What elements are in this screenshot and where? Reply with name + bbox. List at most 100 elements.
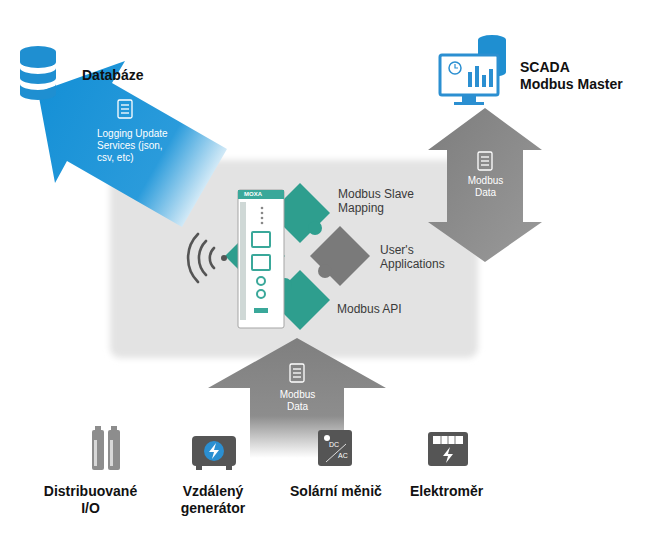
solar-inverter-icon-part (324, 435, 330, 441)
scada-icon-part (440, 55, 498, 95)
node-text: Modbus Data (278, 389, 317, 413)
document-icon-part (121, 108, 129, 109)
scada-icon-part (449, 62, 461, 74)
gateway-device-part (240, 202, 246, 320)
scada-icon-part (475, 66, 479, 87)
database-icon-part (20, 46, 56, 68)
document-icon (478, 152, 492, 170)
icon-text: DC (329, 441, 339, 449)
wifi-symbol (188, 234, 227, 282)
gateway-device (238, 190, 284, 328)
logging-arrow (38, 61, 227, 227)
document-icon-part (481, 164, 489, 165)
database-icon-part (20, 84, 56, 100)
generator-icon-part (196, 466, 202, 470)
electricity-meter-icon-part (441, 436, 442, 444)
gateway-device-part (257, 277, 265, 285)
gateway-device-part (252, 232, 270, 247)
modbus-data-arrow (428, 108, 542, 262)
document-icon (290, 364, 304, 382)
node-text: Vzdálený generátor (179, 483, 247, 517)
document-icon-part (293, 368, 301, 369)
battery-icon-part (111, 426, 117, 430)
puzzle-pieces-part (318, 264, 332, 278)
gateway-device-part (238, 190, 284, 199)
gateway-device-part (261, 217, 264, 220)
node-text: Modbus API (337, 302, 402, 316)
gateway-device-part (261, 222, 264, 225)
arrow-label: Modbus Data (276, 388, 319, 414)
arrow-label: Logging Update Services (json, csv, etc) (95, 127, 173, 165)
document-icon-part (118, 100, 132, 118)
device-label: Solární měnič (288, 482, 384, 501)
arrow-label: Modbus Data (464, 174, 507, 200)
scada-icon-part (455, 64, 458, 68)
electricity-meter-icon-part (443, 447, 453, 463)
node-text: SCADA Modbus Master (520, 59, 626, 93)
scada-icon-part (482, 75, 486, 87)
electricity-meter-icon-part (433, 436, 463, 444)
battery-icon-part (94, 440, 97, 466)
device-label: Vzdálený generátor (177, 482, 249, 518)
puzzle-pieces-part (310, 226, 370, 286)
generator-icon-part (204, 441, 224, 461)
electricity-meter-icon-part (455, 436, 456, 444)
node-text: Elektroměr (410, 483, 483, 500)
gateway-device-part (261, 207, 264, 210)
battery-icon-part (108, 430, 120, 470)
database-icon (20, 46, 56, 100)
puzzle-pieces-part (308, 221, 322, 235)
scada-icon-part (489, 69, 493, 87)
document-icon-part (481, 156, 489, 157)
database-label: Databáze (80, 66, 145, 85)
battery-icon-part (95, 426, 101, 430)
generator-icon-part (226, 466, 232, 470)
document-icon-part (290, 364, 304, 382)
document-icon-part (121, 104, 129, 105)
scada-icon-part (454, 102, 484, 105)
node-text: User's Applications (380, 243, 448, 271)
gateway-device-part (252, 255, 270, 270)
wifi-symbol-part (210, 248, 214, 268)
battery-icon (92, 426, 120, 470)
document-icon-part (478, 152, 492, 170)
generator-icon-part (192, 436, 236, 466)
node-text: Modbus Slave Mapping (338, 187, 418, 215)
gateway-device-part (254, 308, 268, 313)
node-text: Distribuované I/O (42, 483, 139, 517)
node-text: Logging Update Services (json, csv, etc) (97, 128, 171, 164)
database-icon-part (20, 68, 56, 84)
battery-icon-part (92, 430, 104, 470)
scada-icon (440, 35, 506, 105)
device-label: Distribuované I/O (40, 482, 141, 518)
scada-label: SCADA Modbus Master (518, 58, 628, 94)
wifi-symbol-part (199, 241, 206, 275)
generator-icon-part (209, 443, 219, 459)
battery-icon-part (110, 440, 113, 466)
solar-inverter-icon (318, 430, 352, 466)
gateway-device-part (257, 290, 265, 298)
wifi-symbol-part (188, 234, 198, 282)
scada-icon-part (462, 95, 476, 102)
scada-icon-part (468, 72, 472, 87)
electricity-meter-icon (428, 432, 468, 466)
document-icon (118, 100, 132, 118)
document-icon-part (481, 160, 489, 161)
solar-inverter-icon-part (318, 430, 352, 466)
device-label: Elektroměr (408, 482, 485, 501)
electricity-meter-icon-part (428, 432, 468, 466)
generator-icon (192, 436, 236, 470)
node-text: Modbus Data (466, 175, 505, 199)
document-icon-part (293, 372, 301, 373)
puzzle-label: User's Applications (378, 242, 450, 272)
document-icon-part (293, 376, 301, 377)
brand-label: MOXA (244, 191, 262, 198)
wifi-symbol-part (221, 255, 227, 261)
node-text: Databáze (82, 67, 143, 84)
node-text: Solární měnič (290, 483, 382, 500)
gateway-device-part (261, 212, 264, 215)
gateway-device-part (238, 190, 284, 328)
document-icon-part (121, 112, 129, 113)
puzzle-label: Modbus Slave Mapping (336, 186, 420, 216)
